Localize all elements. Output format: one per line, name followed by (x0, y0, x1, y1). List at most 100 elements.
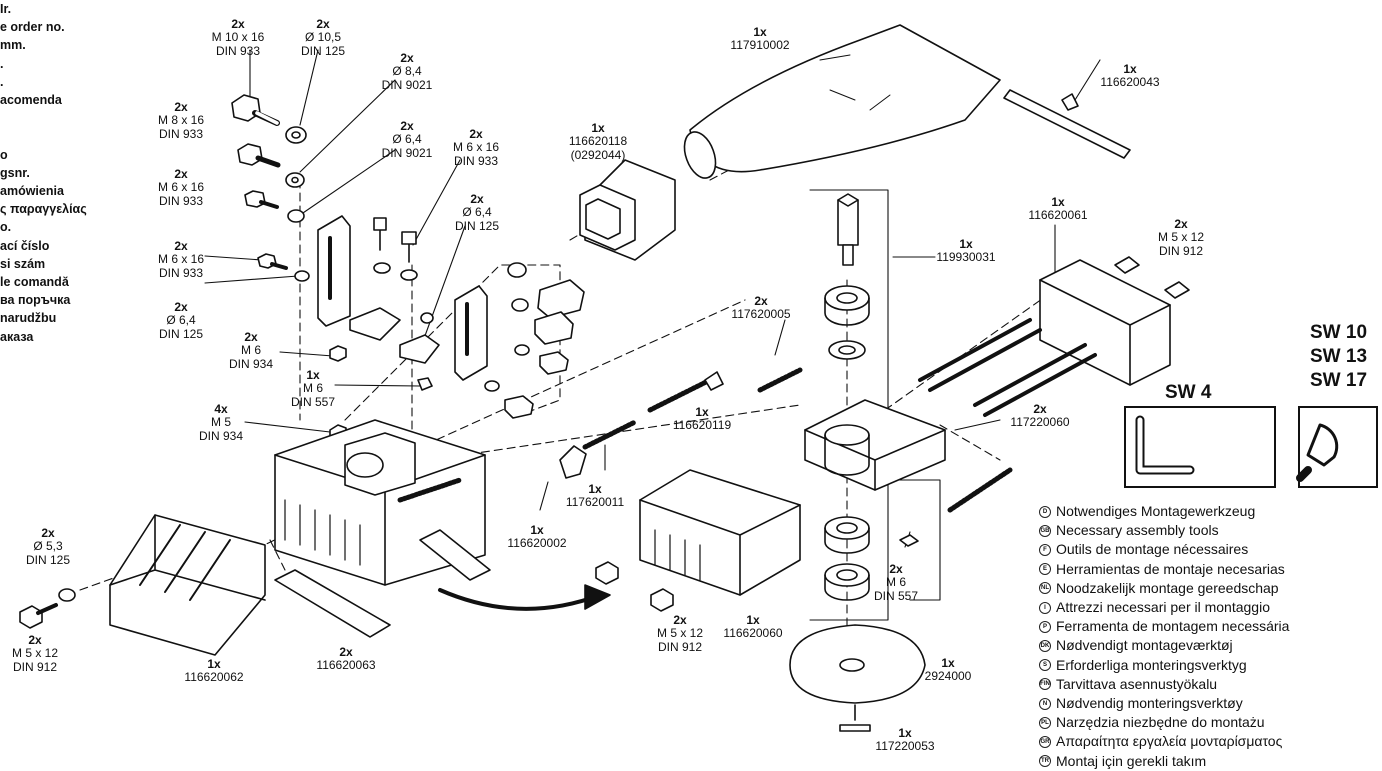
order-number-line: si szám (0, 256, 46, 271)
assembly-tool-text: Ferramenta de montagem necessária (1056, 618, 1290, 635)
part-spec: DIN 9021 (381, 145, 433, 160)
order-number-line: acomenda (0, 93, 62, 108)
language-flag-icon: GB (1039, 524, 1051, 537)
part-spec: DIN 912 (657, 639, 703, 654)
part-quantity: 2x (469, 127, 483, 141)
language-flag-icon: S (1039, 659, 1051, 672)
order-number-line: o (0, 147, 8, 162)
part-quantity: 1x (898, 726, 912, 740)
order-number-line: gsnr. (0, 165, 30, 180)
part-quantity: 2x (174, 100, 188, 114)
language-flag-icon: TR (1039, 755, 1051, 768)
wrench-size: SW 10 (1310, 322, 1368, 343)
part-spec: DIN 125 (158, 326, 204, 341)
part-spec: DIN 933 (158, 126, 204, 141)
assembly-tool-line: S Erforderliga monteringsverktyg (1039, 656, 1289, 675)
assembly-tool-text: Noodzakelijk montage gereedschap (1056, 579, 1279, 596)
allen-key-box (1124, 406, 1276, 488)
order-number-line: mm. (0, 38, 26, 53)
part-quantity: 2x (400, 51, 414, 65)
assembly-tool-text: Attrezzi necessari per il montaggio (1056, 599, 1270, 616)
part-spec: 116620060 (723, 626, 783, 641)
part-quantity: 1x (753, 25, 767, 39)
order-number-line: e order no. (0, 20, 65, 35)
part-spec: M 5 x 12 (11, 646, 59, 661)
part-spec: 116620061 (1028, 208, 1088, 223)
assembly-tool-text: Erforderliga monteringsverktyg (1056, 656, 1247, 673)
part-spec: DIN 912 (12, 659, 58, 674)
part-spec: DIN 557 (290, 394, 336, 409)
part-spec: 2924000 (924, 669, 972, 684)
assembly-tool-text: Nødvendig monteringsverktøy (1056, 695, 1243, 712)
part-quantity: 2x (174, 167, 188, 181)
part-quantity: 1x (588, 482, 602, 496)
part-quantity: 1x (530, 523, 544, 537)
wrench-size: SW 13 (1310, 346, 1368, 367)
part-spec: M 6 (240, 343, 261, 358)
part-quantity: 1x (306, 368, 320, 382)
part-spec: M 10 x 16 (211, 30, 265, 45)
part-spec: Ø 8,4 (392, 64, 422, 79)
part-quantity: 2x (244, 330, 258, 344)
order-number-line: аказа (0, 329, 34, 344)
part-quantity: 1x (746, 613, 760, 627)
part-quantity: 2x (754, 294, 768, 308)
part-quantity: 2x (174, 300, 188, 314)
part-spec: DIN 125 (454, 218, 500, 233)
part-spec: DIN 933 (158, 193, 204, 208)
part-spec: Ø 10,5 (304, 30, 342, 45)
part-spec: 116620118 (568, 134, 628, 149)
part-spec: M 5 (210, 415, 231, 430)
part-spec: M 6 x 16 (157, 252, 205, 267)
assembly-tool-text: Απαραίτητα εργαλεία μονταρίσματος (1056, 733, 1283, 750)
part-spec: DIN 933 (215, 43, 261, 58)
part-spec: M 8 x 16 (157, 113, 205, 128)
part-spec: 117220053 (875, 739, 935, 754)
part-quantity: 2x (174, 239, 188, 253)
assembly-tool-text: Notwendiges Montagewerkzeug (1056, 503, 1256, 519)
part-quantity: 2x (28, 633, 42, 647)
language-flag-icon: D (1039, 505, 1051, 518)
order-number-line: ва поръчка (0, 293, 71, 308)
part-quantity: 4x (214, 402, 228, 416)
assembly-tool-text: Tarvittava asennustyökalu (1056, 675, 1218, 692)
part-spec: M 5 x 12 (656, 626, 704, 641)
part-spec: DIN 933 (453, 153, 499, 168)
part-spec: Ø 6,4 (392, 132, 422, 147)
part-spec: 117220060 (1010, 415, 1070, 430)
part-spec: M 6 (302, 381, 323, 396)
part-spec: Ø 6,4 (462, 205, 492, 220)
order-number-line: . (0, 74, 4, 89)
assembly-tool-text: Herramientas de montaje necesarias (1056, 560, 1285, 577)
part-spec: 116620063 (316, 658, 376, 673)
part-quantity: 2x (1174, 217, 1188, 231)
